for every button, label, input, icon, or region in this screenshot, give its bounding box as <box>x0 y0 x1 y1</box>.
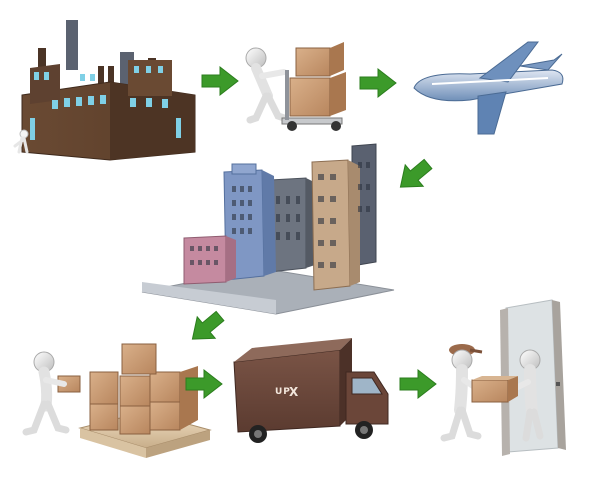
doorstep-handoff <box>440 299 566 456</box>
truck-logo-up: UP <box>275 387 291 397</box>
hand-truck-courier <box>245 42 346 131</box>
city <box>141 143 395 315</box>
delivery-truck: UP X <box>233 338 389 443</box>
flow-arrow-1 <box>201 66 239 96</box>
factory <box>13 20 196 161</box>
flow-arrow-3 <box>390 152 438 199</box>
truck-logo-x: X <box>289 385 299 399</box>
flow-arrow-6 <box>399 369 437 399</box>
airplane <box>413 41 564 135</box>
flow-arrow-2 <box>359 68 397 98</box>
pallet-loader <box>22 343 212 458</box>
flow-arrow-4 <box>182 304 230 351</box>
